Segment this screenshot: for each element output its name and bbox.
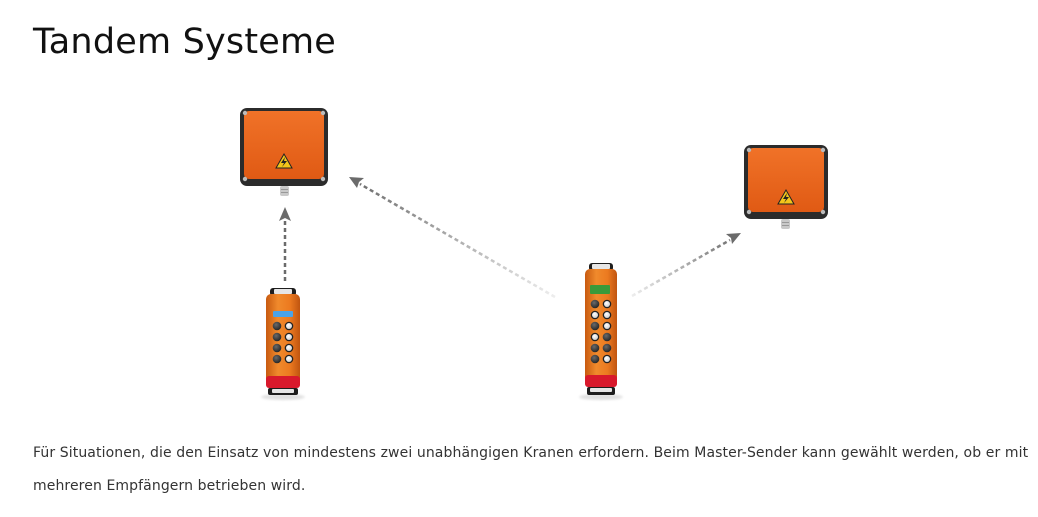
emergency-stop-button	[266, 376, 300, 388]
emergency-stop-button	[585, 375, 617, 387]
transmitter-display	[590, 285, 610, 294]
description-text: Für Situationen, die den Einsatz von min…	[33, 445, 1029, 494]
transmitter-buttons	[590, 299, 612, 364]
transmitter-slave	[261, 288, 305, 400]
tandem-system-diagram	[240, 108, 828, 400]
signal-arrow-master-to-left	[349, 177, 556, 299]
signal-arrow-vertical	[279, 207, 291, 281]
warning-high-voltage-icon	[275, 152, 293, 169]
receiver-right	[744, 145, 828, 229]
transmitter-display	[273, 311, 293, 317]
signal-arrow-master-to-right	[631, 233, 741, 298]
receiver-left	[240, 108, 328, 196]
transmitter-master	[579, 263, 623, 400]
transmitter-buttons	[272, 321, 294, 364]
page-title: Tandem Systeme	[33, 22, 337, 62]
warning-high-voltage-icon	[777, 188, 795, 205]
